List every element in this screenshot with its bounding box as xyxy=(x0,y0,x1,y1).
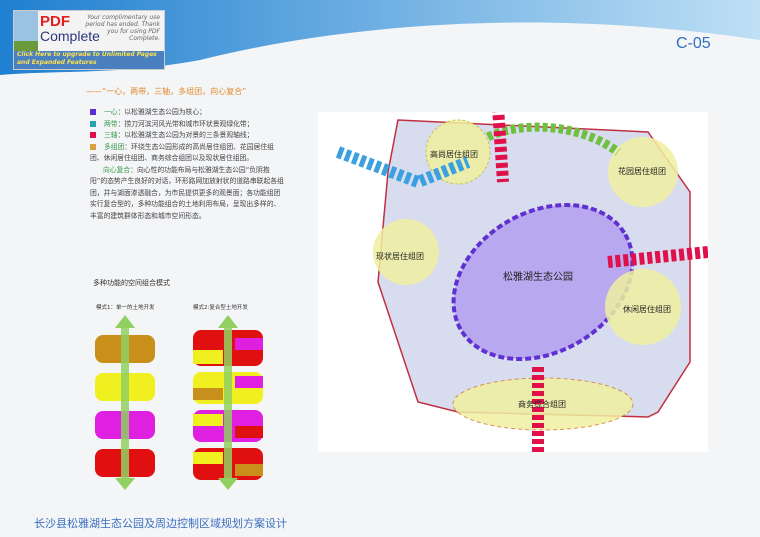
pdf-complete-banner[interactable]: PDF Complete Your complimentary use peri… xyxy=(13,10,165,70)
ecological-park xyxy=(451,202,635,362)
label-business: 商务综合组团 xyxy=(518,399,566,409)
legend-swatch xyxy=(90,143,96,150)
river-belt xyxy=(335,146,471,189)
label-park: 松雅湖生态公园 xyxy=(503,270,573,283)
axis-north xyxy=(492,112,509,183)
legend-key: 一心 xyxy=(104,108,118,116)
page-code: C-05 xyxy=(676,35,711,52)
legend-key: 两带 xyxy=(104,119,118,128)
legend-item: 两带：捞刀河滨河风光带和城市环状景观绿化带； xyxy=(90,119,285,131)
legend-swatch xyxy=(90,120,96,127)
pdf-brand: PDF xyxy=(40,13,70,30)
zone-existing xyxy=(373,219,439,285)
legend-item: 三轴：以松雅湖生态公园为对景的三条景观轴线； xyxy=(90,130,285,142)
paragraph-key: 向心复合 xyxy=(103,165,131,174)
models-title: 多种功能的空间组合模式 xyxy=(93,279,170,287)
paragraph-text: ：向心性的功能布局与松雅湖生态公园“负阴抱阳”的态势产生良好的对话，环形路网加放… xyxy=(90,165,284,220)
model2-label: 模式2:复合型土地开发 xyxy=(193,305,248,311)
legend-key: 三轴 xyxy=(104,131,118,139)
legend-item: 多组团：环绕生态公园形成的高尚居住组团、花园居住组团、休闲居住组团、商务综合组团… xyxy=(90,142,285,165)
model-diagrams xyxy=(95,315,263,490)
legend-text: ：以松雅湖生态公园为核心； xyxy=(117,108,206,116)
model1-diagram xyxy=(95,315,155,490)
legend-text: ：捞刀河滨河风光带和城市环状景观绿化带； xyxy=(117,119,254,128)
legend-item: 一心：以松雅湖生态公园为核心； xyxy=(90,107,285,119)
pdf-brand-complete: Complete xyxy=(40,28,100,44)
axis-east xyxy=(607,246,708,268)
pdf-message: Your complimentary use period has ended.… xyxy=(85,14,160,42)
legend: 一心：以松雅湖生态公园为核心； 两带：捞刀河滨河风光带和城市环状景观绿化带； 三… xyxy=(90,107,285,222)
footer-title: 长沙县松雅湖生态公园及周边控制区域规划方案设计 xyxy=(34,517,287,530)
label-existing: 现状居住组团 xyxy=(376,251,424,261)
model2-diagram xyxy=(193,315,263,490)
model1-label: 模式1：单一的土地开发 xyxy=(96,305,155,311)
label-garden: 花园居住组团 xyxy=(618,166,666,176)
legend-swatch xyxy=(90,109,96,115)
legend-text: ：以松雅湖生态公园为对景的三条景观轴线； xyxy=(117,131,254,139)
description-paragraph: 向心复合：向心性的功能布局与松雅湖生态公园“负阴抱阳”的态势产生良好的对话，环形… xyxy=(90,165,285,223)
planning-map: 高尚居住组团 花园居住组团 现状居住组团 松雅湖生态公园 休闲居住组团 商务综合… xyxy=(318,112,708,452)
zone-leisure xyxy=(605,269,681,345)
section-heading: ——“一心，两带，三轴，多组团，向心复合” xyxy=(86,87,247,96)
zone-garden xyxy=(608,137,678,207)
pdf-logo-icon xyxy=(14,11,38,51)
upgrade-link[interactable]: Click Here to upgrade to Unlimited Pages… xyxy=(14,51,164,69)
label-leisure: 休闲居住组团 xyxy=(623,304,671,314)
legend-swatch xyxy=(90,132,96,138)
legend-text: ：环绕生态公园形成的高尚居住组团、花园居住组团、休闲居住组团、商务综合组团以及现… xyxy=(90,142,274,163)
header-swoosh xyxy=(0,0,760,75)
legend-key: 多组团 xyxy=(104,142,125,151)
label-high-end: 高尚居住组团 xyxy=(430,149,478,159)
